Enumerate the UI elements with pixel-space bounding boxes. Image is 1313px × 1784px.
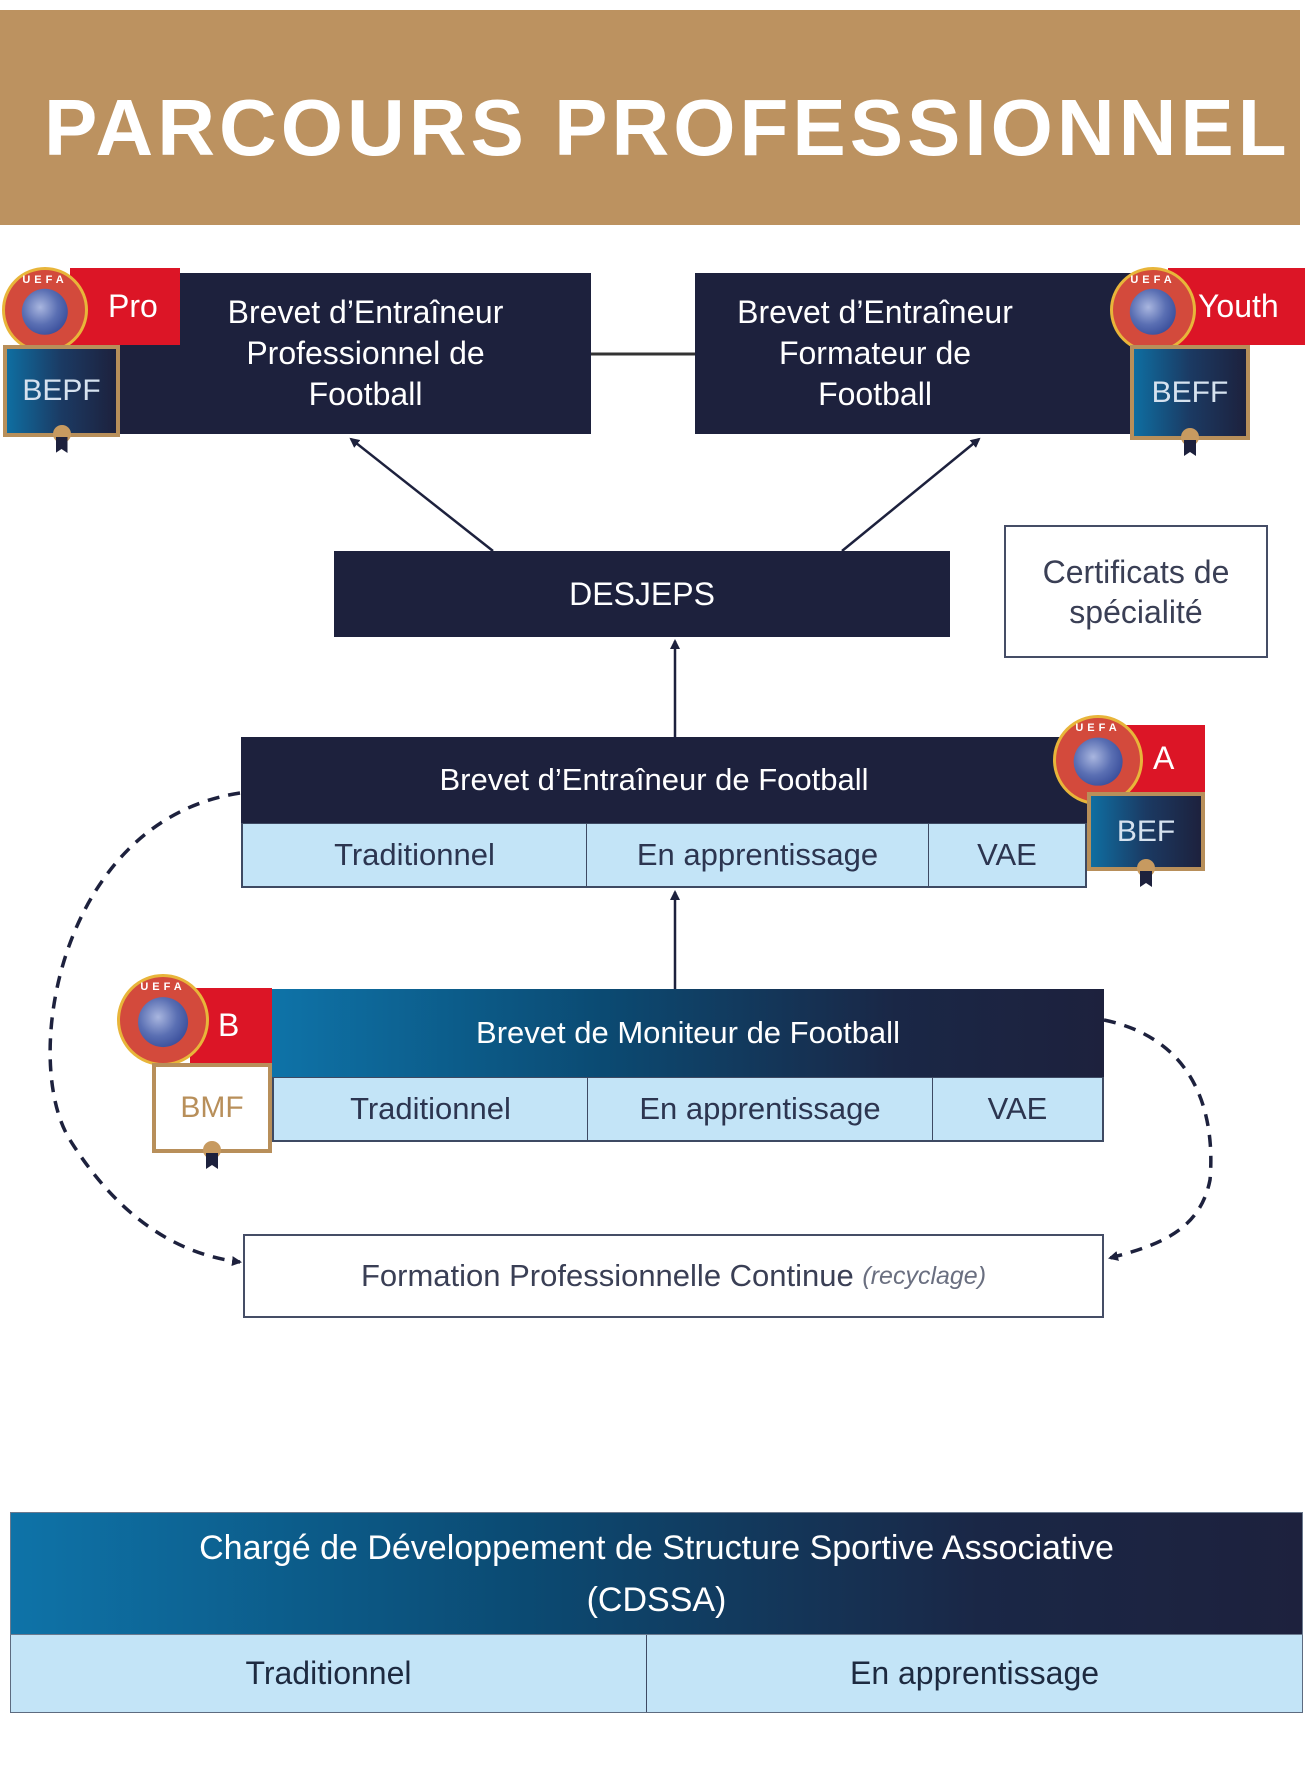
bef-header: Brevet d’Entraîneur de Football — [241, 737, 1087, 823]
bepf-title-line-1: Brevet d’Entraîneur — [227, 294, 504, 330]
fpc-label: Formation Professionnelle Continue — [360, 1258, 854, 1293]
header-banner: PARCOURS PROFESSIONNEL — [0, 10, 1300, 225]
bepf-certificate-badge: BEPF — [3, 345, 120, 453]
award-ribbon-icon — [203, 1141, 221, 1171]
formation-continue-box: Formation Professionnelle Continue (recy… — [243, 1234, 1104, 1318]
bef-path-vae: VAE — [977, 837, 1037, 872]
cdssa-paths-row: Traditionnel En apprentissage — [10, 1635, 1303, 1713]
beff-box: Brevet d’Entraîneur Formateur de Footbal… — [695, 273, 1135, 434]
award-ribbon-icon — [1181, 428, 1199, 458]
bmf-certificate-badge: BMF — [152, 1063, 272, 1169]
bmf-path-apprentissage: En apprentissage — [588, 1078, 933, 1140]
bef-path-apprentissage: En apprentissage — [587, 824, 929, 886]
bef-paths-row: Traditionnel En apprentissage VAE — [241, 823, 1087, 888]
certificate-label: BMF — [180, 1091, 244, 1124]
cdssa-path-apprentissage: En apprentissage — [849, 1655, 1100, 1691]
desjeps-to-beff-arrow — [841, 437, 981, 552]
desjeps-box: DESJEPS — [334, 551, 950, 637]
bepf-title-line-2: Professionnel de — [246, 335, 485, 371]
bmf-path-traditionnel: Traditionnel — [274, 1078, 588, 1140]
bmf-to-fpc-dashed-arrow — [1103, 1018, 1213, 1261]
certificats-specialite-box: Certificats de spécialité — [1004, 525, 1268, 658]
award-ribbon-icon — [1137, 859, 1155, 889]
uefa-logo-icon: UEFA — [117, 974, 209, 1066]
bef-title: Brevet d’Entraîneur de Football — [439, 762, 869, 797]
cdssa-title-line-1: Chargé de Développement de Structure Spo… — [199, 1528, 1114, 1567]
bef-certificate-badge: BEF — [1087, 792, 1205, 887]
page-title: PARCOURS PROFESSIONNEL — [44, 83, 1291, 172]
bef-path-traditionnel: Traditionnel — [243, 824, 587, 886]
bmf-paths-row: Traditionnel En apprentissage VAE — [272, 1077, 1104, 1142]
uefa-level-label: Youth — [1198, 288, 1279, 324]
desjeps-to-bepf-arrow — [349, 437, 494, 552]
uefa-logo-icon: UEFA — [1053, 715, 1143, 805]
fpc-note: (recyclage) — [862, 1261, 987, 1290]
uefa-level-label: B — [218, 1007, 240, 1043]
cdssa-path-traditionnel: Traditionnel — [11, 1635, 647, 1712]
certificate-label: BEFF — [1151, 375, 1229, 409]
cdssa-title-line-2: (CDSSA) — [586, 1580, 727, 1619]
uefa-logo-icon: UEFA — [1110, 267, 1196, 353]
certificats-line-2: spécialité — [1069, 593, 1203, 630]
desjeps-label: DESJEPS — [569, 575, 715, 612]
award-ribbon-icon — [52, 425, 71, 455]
bepf-box: Brevet d’Entraîneur Professionnel de Foo… — [120, 273, 591, 434]
certificate-label: BEF — [1116, 814, 1176, 848]
bmf-path-vae: VAE — [987, 1091, 1048, 1126]
bmf-title: Brevet de Moniteur de Football — [476, 1015, 900, 1050]
certificate-label: BEPF — [22, 374, 101, 407]
uefa-level-label: A — [1153, 740, 1175, 776]
certificats-line-1: Certificats de — [1042, 553, 1230, 590]
uefa-pro-tag: Pro — [70, 268, 180, 345]
bmf-header: Brevet de Moniteur de Football — [272, 989, 1104, 1077]
uefa-level-label: Pro — [108, 288, 158, 324]
bepf-title-line-3: Football — [308, 376, 423, 412]
beff-title-line-1: Brevet d’Entraîneur — [737, 294, 1013, 330]
cdssa-header: Chargé de Développement de Structure Spo… — [10, 1512, 1303, 1635]
beff-certificate-badge: BEFF — [1130, 345, 1250, 456]
beff-title-line-3: Football — [818, 376, 932, 412]
uefa-logo-icon: UEFA — [2, 267, 88, 353]
beff-title-line-2: Formateur de — [778, 335, 972, 371]
